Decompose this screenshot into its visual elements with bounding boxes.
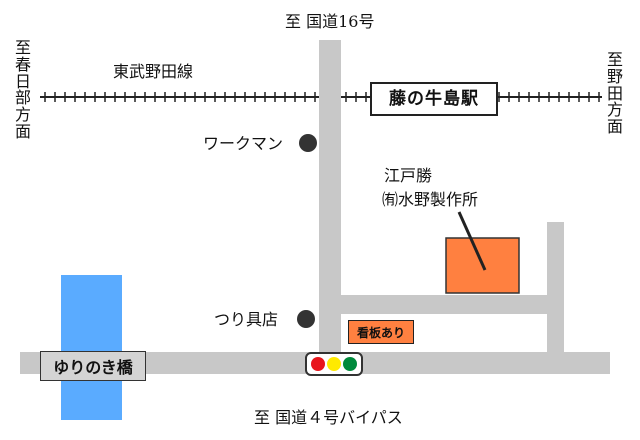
building-pointer [457, 211, 487, 271]
workman-label: ワークマン [203, 134, 284, 153]
side-road-vertical [547, 222, 564, 355]
workman-marker-icon [299, 134, 317, 152]
traffic-signal-icon [305, 352, 363, 376]
signal-red-lamp-icon [311, 357, 325, 371]
main-road-vertical [319, 40, 341, 372]
railway [40, 92, 602, 102]
signal-yellow-lamp-icon [327, 357, 341, 371]
tackle-shop-marker-icon [297, 310, 315, 328]
rail-line-label: 東武野田線 [113, 62, 194, 81]
east-direction-label: 至野田方面 [606, 50, 623, 137]
north-road-label: 至 国道16号 [285, 12, 375, 31]
tackle-shop-label: つり具店 [214, 310, 279, 329]
signboard-label: 看板あり [348, 320, 414, 344]
company-name-line2: ㈲水野製作所 [382, 190, 479, 209]
west-direction-label: 至春日部方面 [14, 38, 31, 141]
south-road-label: 至 国道４号バイパス [254, 408, 403, 427]
company-name-line1: 江戸勝 [384, 166, 433, 185]
station-label: 藤の牛島駅 [370, 82, 498, 116]
bridge-label: ゆりのき橋 [40, 351, 146, 381]
signal-green-lamp-icon [343, 357, 357, 371]
side-road-horizontal [341, 295, 564, 314]
river [61, 275, 122, 420]
